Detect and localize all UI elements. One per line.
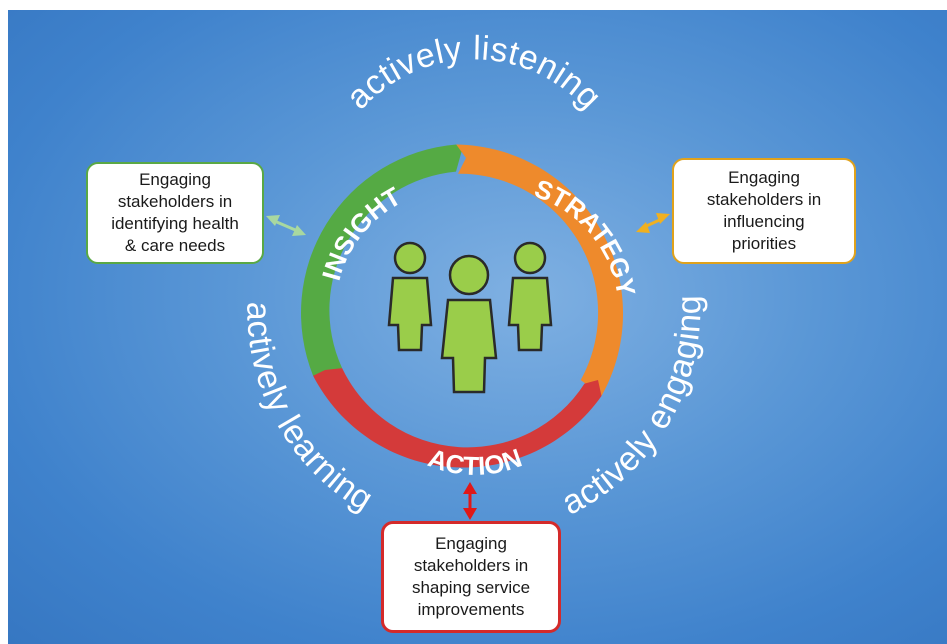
action-box-line: improvements — [417, 600, 525, 619]
strategy-description-box: Engaging stakeholders in influencing pri… — [672, 158, 856, 264]
action-description-box: Engaging stakeholders in shaping service… — [381, 521, 561, 633]
person-right-icon — [507, 241, 553, 352]
person-center-icon — [440, 254, 498, 394]
action-box-line: Engaging — [435, 534, 507, 553]
strategy-box-line: Engaging — [728, 168, 800, 187]
insight-connector-arrow — [266, 215, 306, 236]
insight-box-line: identifying health — [111, 214, 239, 233]
action-segment — [313, 368, 602, 468]
strategy-segment — [456, 144, 624, 396]
action-box-line: shaping service — [411, 578, 531, 597]
people-group-icon — [387, 241, 553, 394]
strategy-box-line: priorities — [731, 234, 797, 253]
action-box-line: stakeholders in — [413, 556, 529, 575]
insight-description-box: Engaging stakeholders in identifying hea… — [86, 162, 264, 264]
insight-box-line: & care needs — [124, 236, 226, 255]
strategy-connector-arrow — [636, 213, 670, 233]
phrase-actively-listening: actively listening — [339, 29, 609, 116]
insight-box-line: stakeholders in — [117, 192, 233, 211]
action-connector-arrow — [463, 482, 477, 520]
insight-segment — [301, 144, 462, 376]
insight-box-line: Engaging — [139, 170, 211, 189]
strategy-box-line: influencing — [723, 212, 805, 231]
person-left-icon — [387, 241, 433, 352]
strategy-box-line: stakeholders in — [706, 190, 822, 209]
